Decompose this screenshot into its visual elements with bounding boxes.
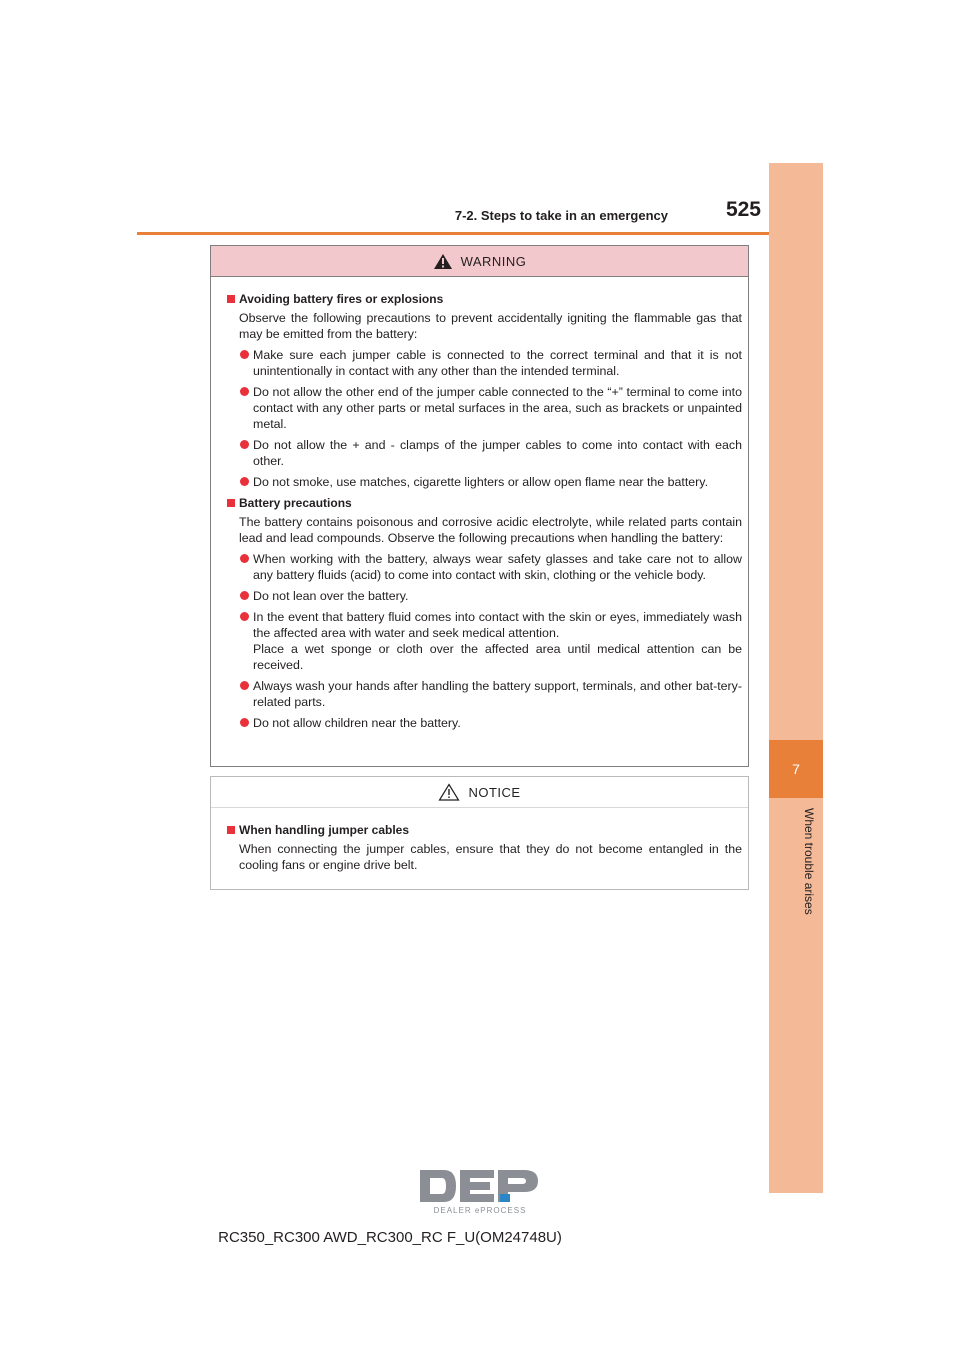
red-bullet-icon: [240, 681, 249, 690]
list-item: In the event that battery fluid comes in…: [227, 609, 742, 673]
list-item: Do not allow children near the battery.: [227, 715, 742, 731]
dealer-eprocess-logo: DEALER ePROCESS: [420, 1170, 538, 1215]
list-item: Always wash your hands after handling th…: [227, 678, 742, 710]
warning-title: WARNING: [460, 253, 527, 269]
red-square-icon: [227, 826, 235, 834]
red-bullet-icon: [240, 718, 249, 727]
red-square-icon: [227, 295, 235, 303]
red-bullet-icon: [240, 440, 249, 449]
notice-text: When connecting the jumper cables, ensur…: [239, 842, 742, 872]
section-intro: The battery contains poisonous and corro…: [239, 515, 742, 545]
red-bullet-icon: [240, 350, 249, 359]
notice-title: NOTICE: [468, 784, 521, 800]
section-heading: Avoiding battery fires or explosions: [227, 291, 742, 307]
list-item: Do not smoke, use matches, cigarette lig…: [227, 474, 742, 490]
model-code: RC350_RC300 AWD_RC300_RC F_U(OM24748U): [218, 1229, 562, 1246]
list-item-continuation: Place a wet sponge or cloth over the aff…: [253, 642, 742, 672]
list-item: Do not allow the other end of the jumper…: [227, 384, 742, 432]
list-item: Make sure each jumper cable is connected…: [227, 347, 742, 379]
red-bullet-icon: [240, 591, 249, 600]
notice-box: NOTICE When handling jumper cables When …: [210, 776, 749, 890]
notice-body: When handling jumper cables When connect…: [211, 808, 748, 873]
notice-heading: When handling jumper cables: [227, 822, 742, 838]
warning-box: WARNING Avoiding battery fires or explos…: [210, 245, 749, 767]
red-bullet-icon: [240, 612, 249, 621]
red-bullet-icon: [240, 554, 249, 563]
red-bullet-icon: [240, 477, 249, 486]
page-number: 525: [725, 198, 761, 221]
chapter-title: When trouble arises: [802, 808, 816, 915]
section-intro: Observe the following precautions to pre…: [239, 311, 742, 341]
header-rule: [137, 232, 823, 235]
red-square-icon: [227, 499, 235, 507]
logo-caption: DEALER ePROCESS: [434, 1206, 527, 1215]
warning-triangle-icon: [433, 253, 452, 269]
list-item: Do not lean over the battery.: [227, 588, 742, 604]
red-bullet-icon: [240, 387, 249, 396]
chapter-number-tab[interactable]: 7: [769, 740, 823, 798]
warning-body: Avoiding battery fires or explosions Obs…: [211, 277, 748, 731]
side-tab-band: [769, 163, 823, 1193]
notice-header: NOTICE: [211, 777, 748, 808]
section-title: 7-2. Steps to take in an emergency: [454, 208, 668, 223]
section-heading: Battery precautions: [227, 495, 742, 511]
caution-triangle-icon: [438, 783, 461, 801]
list-item: When working with the battery, always we…: [227, 551, 742, 583]
list-item: Do not allow the + and - clamps of the j…: [227, 437, 742, 469]
warning-header: WARNING: [211, 246, 748, 277]
